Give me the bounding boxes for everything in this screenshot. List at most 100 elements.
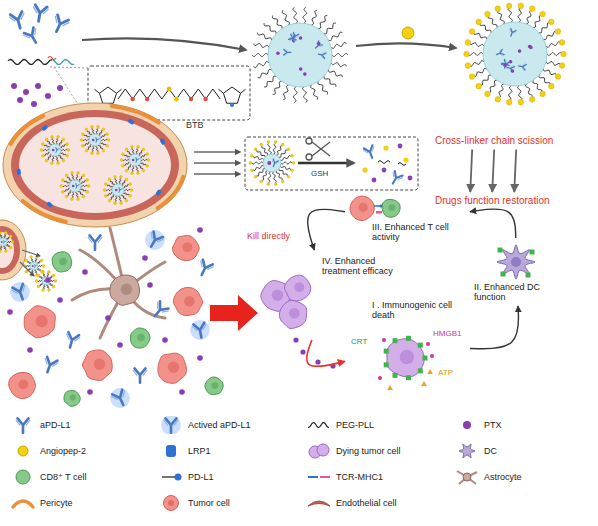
illustration-part [44,152,49,155]
illustration-part [142,148,145,151]
illustration-part [279,169,287,176]
illustration-part [47,141,51,146]
illustration-part [77,198,80,201]
activated-antibody [141,226,168,253]
illustration-part [476,19,482,25]
illustration-part [13,501,33,507]
illustration-part [167,87,172,92]
illustration-part [24,306,55,338]
illustration-part [115,196,117,202]
cycle-stage: IV. Enhanced treatment efficacy [252,250,405,340]
illustration-part [60,144,65,147]
cell [82,350,112,381]
illustration-part [106,189,112,190]
illustration-part [52,285,55,288]
illustration-part [502,61,508,69]
crt-marker [418,343,423,348]
drug-dot [378,376,382,380]
illustration-part [52,252,72,272]
cell [64,391,80,407]
illustration-part [137,145,140,148]
legend-text: Endothelial cell [336,498,397,508]
illustration-part [16,470,30,484]
illustration-part [175,474,182,481]
cell [24,306,55,338]
illustration-part [308,501,330,506]
illustration-part [499,49,504,57]
illustration-part [151,301,169,319]
illustration-part [31,258,33,262]
flow-connector [514,150,516,193]
illustration-part [331,42,347,48]
illustration-part [110,275,140,305]
illustration-part [124,155,129,158]
illustration-part [283,85,289,100]
drug-dot [105,315,111,321]
illustration-part [101,139,107,140]
illustration-part [485,11,491,17]
cycle-stage: II. Enhanced DC function [470,238,563,306]
illustration-part [74,183,79,189]
illustration-part [117,187,122,193]
illustration-part [59,141,63,146]
illustration-part [24,28,41,46]
illustration-part [289,308,300,319]
illustration-part [42,277,50,285]
illustration-part [164,496,179,511]
receptor [155,189,162,196]
drug-dot [82,269,88,275]
legend-icon [10,494,36,512]
illustration-part [495,49,504,57]
nanoparticle [103,175,133,204]
illustration-part [205,377,223,395]
receptor [41,124,48,131]
crt-marker [384,362,389,367]
illustration-part [38,280,42,281]
legend-item: Astrocyte [454,468,522,486]
flow-arrow [356,43,456,48]
crt-marker [393,338,398,343]
antibody [507,28,516,37]
illustration-part [43,273,45,277]
illustration-part [468,53,483,56]
antibody [318,51,327,60]
legend-icon [158,494,184,512]
illustration-part [168,362,179,373]
illustration-part [0,226,20,274]
illustration-part [529,6,535,12]
illustration-part [61,179,64,182]
illustration-part [459,444,475,458]
illustration-part [71,198,74,201]
illustration-part [306,138,312,144]
illustration-part [49,283,52,285]
illustration-part [332,53,348,56]
drug-dot [147,282,153,288]
antibody [288,33,298,43]
illustration-part [128,165,132,170]
flow-connector [308,209,345,250]
antibody [9,11,28,30]
illustration-part [465,40,471,46]
illustration-part [42,289,45,292]
illustration-part [198,260,213,271]
illustration-part [193,323,206,339]
illustration-part [555,29,561,35]
illustration-part [82,174,85,177]
illustration-part [521,63,525,71]
cell [205,377,223,395]
illustration-part [114,202,117,205]
illustration-part [61,149,67,150]
illustration-part [379,204,382,207]
illustration-part [4,246,6,250]
illustration-part [257,150,265,157]
illustration-part [51,162,54,165]
illustration-part [473,32,486,39]
illustration-part [51,135,54,138]
illustration-part [106,144,109,147]
illustration-part [498,84,503,98]
illustration-part [127,151,131,156]
legend-item: Angiopep-2 [10,442,86,460]
legend-text: Actived aPD-L1 [188,420,251,430]
illustration-part [90,235,101,249]
illustration-part [318,15,327,28]
